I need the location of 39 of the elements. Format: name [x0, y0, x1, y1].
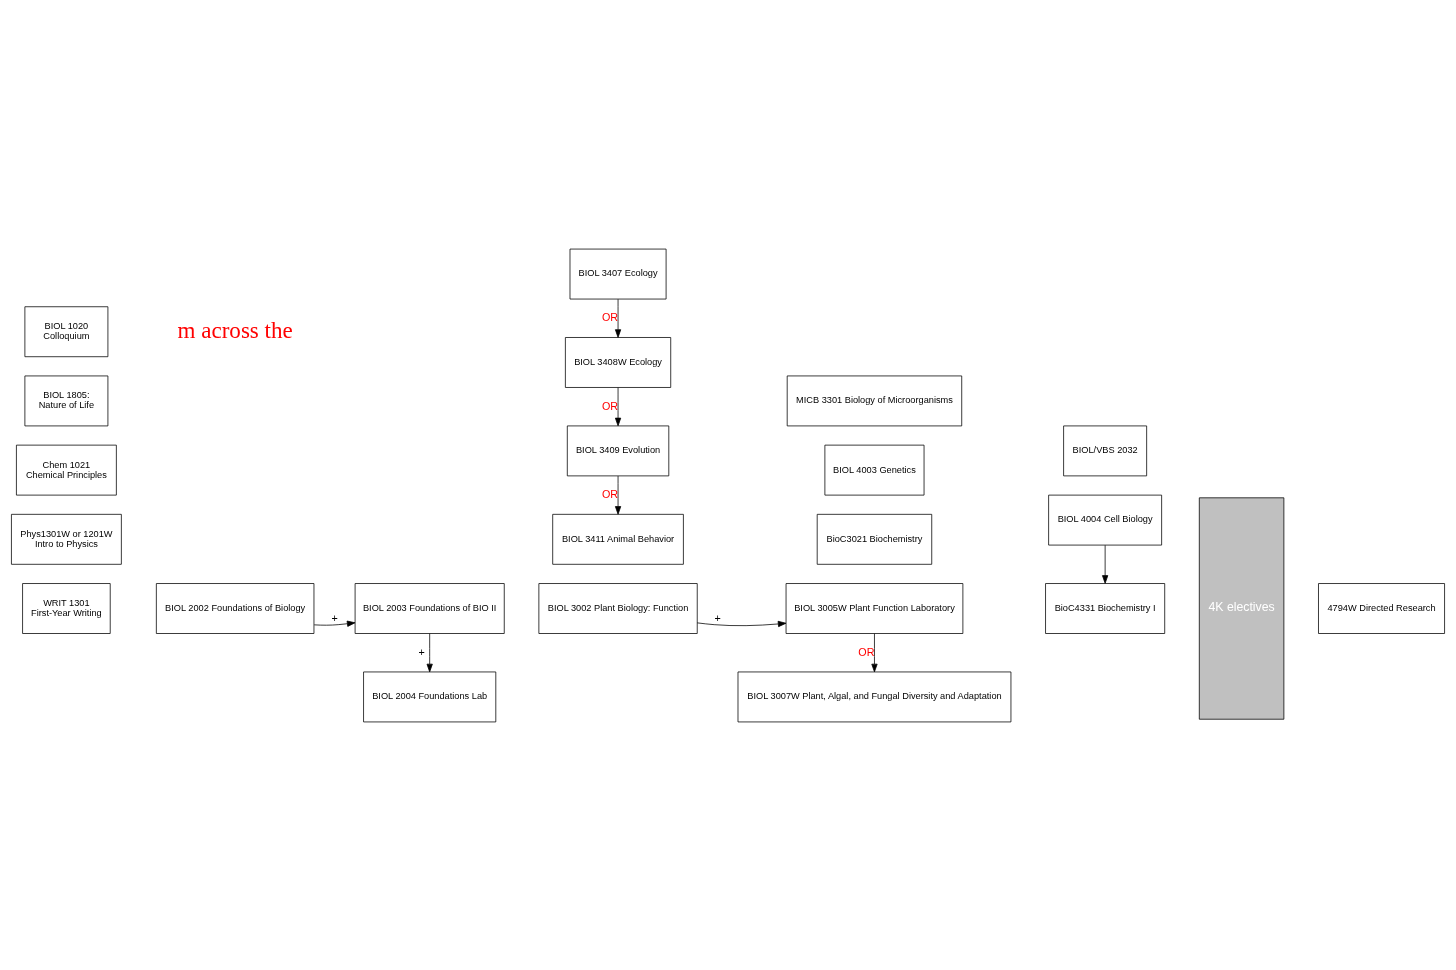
arrow	[696, 620, 787, 627]
node-box: BIOL 3408W Ecology	[565, 336, 672, 388]
node-box: BIOL/VBS 2032	[1063, 425, 1148, 476]
node-box: BIOL 4004 Cell Biology	[1048, 494, 1163, 545]
node-box: MICB 3301 Biology of Microorganisms	[786, 375, 963, 426]
node-box: BIOL 3407 Ecology	[569, 248, 667, 299]
arrow	[313, 620, 356, 627]
edge-label: OR	[601, 399, 619, 412]
arrow	[1102, 544, 1109, 584]
node-box: BIOL 2002 Foundations of Biology	[155, 582, 315, 634]
node-box: 4794W Directed Research	[1318, 582, 1445, 634]
arrow	[614, 298, 622, 338]
node-box: BIOL 1020 Colloquium	[24, 305, 109, 357]
node-box: BIOL 3002 Plant Biology: Function	[538, 582, 698, 634]
arrow	[426, 632, 433, 672]
node-box: BIOL 2004 Foundations Lab	[363, 671, 497, 722]
edge-label: +	[418, 645, 425, 658]
node-box: WRIT 1301 First-Year Writing	[22, 582, 111, 634]
label: m across the	[177, 315, 293, 342]
node-box: BIOL 1805: Nature of Life	[24, 375, 109, 426]
node-box: BioC3021 Biochemistry	[816, 513, 933, 565]
node-box: 4K electives	[1198, 496, 1285, 720]
node-box: Phys1301W or 1201W Intro to Physics	[11, 513, 122, 565]
arrow	[614, 475, 622, 515]
edge-label: +	[714, 611, 721, 624]
node-box: Chem 1021 Chemical Principles	[16, 444, 117, 495]
node-box: BIOL 3007W Plant, Algal, and Fungal Diversity and Adaptation	[737, 671, 1012, 722]
node-box: BIOL 2003 Foundations of BIO II	[354, 582, 505, 634]
edge-label: OR	[858, 645, 875, 658]
edge-label: +	[331, 611, 338, 624]
edge-label: OR	[601, 310, 619, 323]
node-box: BIOL 3409 Evolution	[566, 425, 670, 476]
arrow	[871, 632, 878, 672]
node-box: BIOL 4003 Genetics	[824, 444, 925, 495]
node-box: BioC4331 Biochemistry I	[1045, 582, 1166, 634]
node-box: BIOL 3411 Animal Behavior	[552, 513, 684, 565]
node-box: BIOL 3005W Plant Function Laboratory	[785, 582, 964, 634]
edge-label: OR	[601, 487, 619, 500]
arrow	[614, 386, 622, 426]
